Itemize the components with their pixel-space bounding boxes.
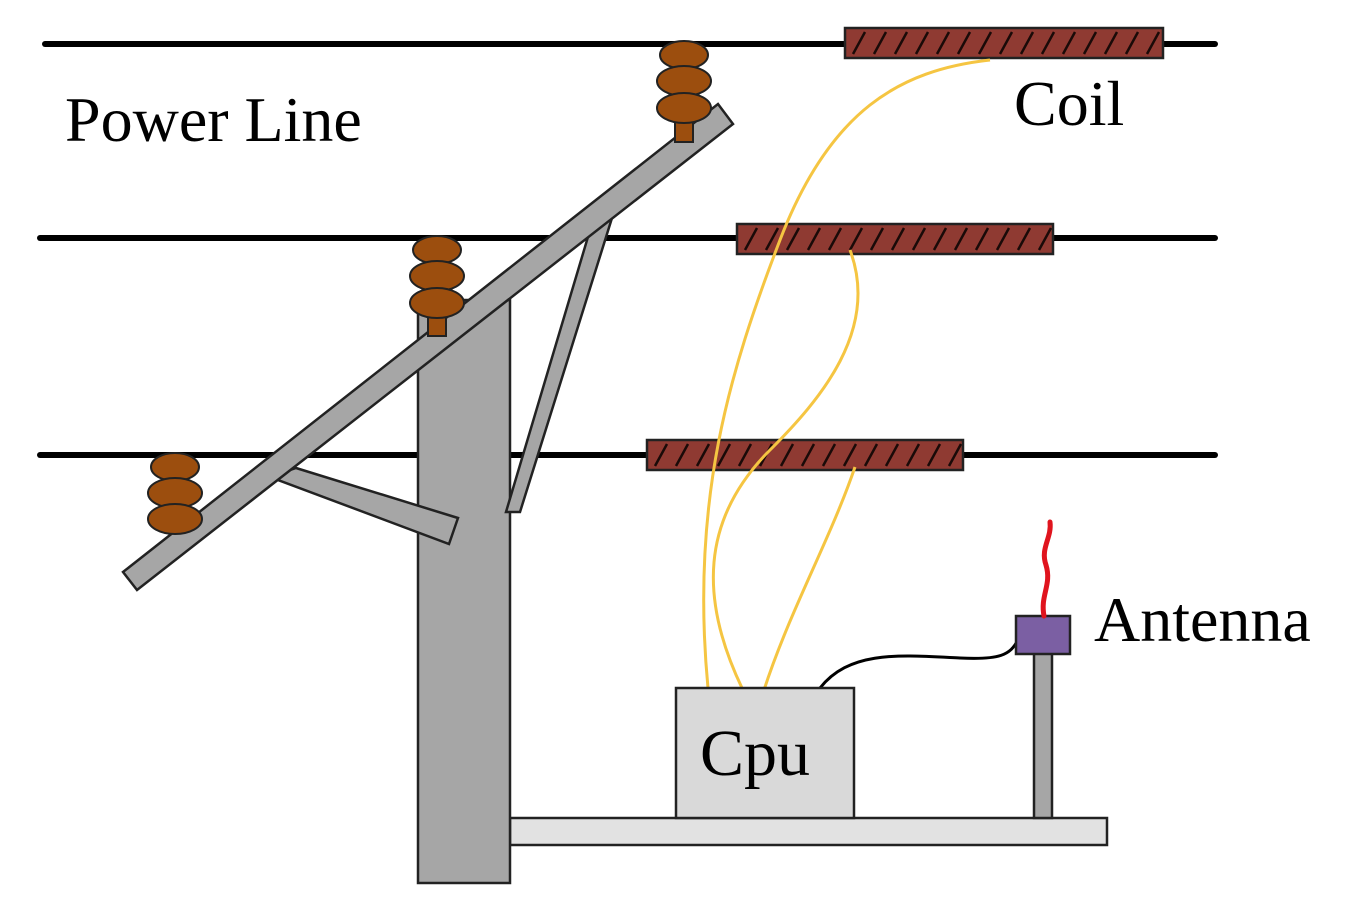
insulator-disc [656,92,712,124]
insulator-middle [409,235,465,337]
label-cpu: Cpu [700,717,810,790]
coils [645,26,1165,472]
coil-winding [842,443,858,467]
coil-winding [890,227,906,251]
sensor-wire-bottom [762,466,857,691]
coil-winding [947,443,963,467]
insulator-disc [409,260,465,292]
coil-winding [893,31,909,55]
coil-winding [785,227,801,251]
coil-winding [827,227,843,251]
sensor-wire-top [702,58,991,689]
coil-winding [1040,31,1056,55]
insulator-disc [150,452,200,482]
coil-winding [743,227,759,251]
coil-winding [695,443,711,467]
coil-winding [1103,31,1119,55]
coil-winding [1016,227,1032,251]
coil-winding [821,443,837,467]
coil-winding [764,227,780,251]
coil-winding [905,443,921,467]
coil-winding [851,31,867,55]
label-coil: Coil [1014,68,1124,139]
coil-winding [863,443,879,467]
coil-winding [1061,31,1077,55]
coil-winding [1019,31,1035,55]
coil-winding [716,443,732,467]
pole-vertical [416,298,512,885]
insulator-disc [147,503,203,535]
coil-body [735,222,1055,256]
coil-winding [935,31,951,55]
coil-winding [974,227,990,251]
insulator-disc [409,287,465,319]
coil-winding [1124,31,1140,55]
coil-winding [872,31,888,55]
antenna-base [1014,614,1072,656]
coil-winding [926,443,942,467]
pole-base-platform [508,816,1109,847]
insulator-disc [659,40,709,70]
coil-winding [1082,31,1098,55]
coil-bottom [645,438,965,472]
coil-body [645,438,965,472]
coil-top [843,26,1165,60]
pole-cross-arm [121,102,735,592]
coil-winding [674,443,690,467]
coil-winding [956,31,972,55]
coil-body [843,26,1165,60]
insulator-disc [412,235,462,265]
coil-winding [995,227,1011,251]
antenna-cable [818,639,1020,689]
coil-winding [884,443,900,467]
coil-winding [653,443,669,467]
sensor-wire-middle [711,249,860,689]
antenna-pole [1032,650,1054,820]
sensor-wires [702,58,991,691]
coil-winding [914,31,930,55]
coil-winding [800,443,816,467]
coil-winding [737,443,753,467]
coil-winding [998,31,1014,55]
coil-winding [848,227,864,251]
coil-winding [932,227,948,251]
label-power-line: Power Line [65,84,362,155]
coil-winding [953,227,969,251]
coil-winding [1145,31,1161,55]
coil-winding [806,227,822,251]
coil-winding [869,227,885,251]
coil-middle [735,222,1055,256]
coil-winding [977,31,993,55]
cpu-box [674,686,856,820]
insulator-top [656,40,712,143]
insulator-disc [656,65,712,97]
label-antenna: Antenna [1094,584,1311,655]
insulator-bottom [147,452,203,535]
coil-winding [779,443,795,467]
coil-winding [1037,227,1053,251]
coil-winding [911,227,927,251]
antenna-tip [1040,519,1053,619]
